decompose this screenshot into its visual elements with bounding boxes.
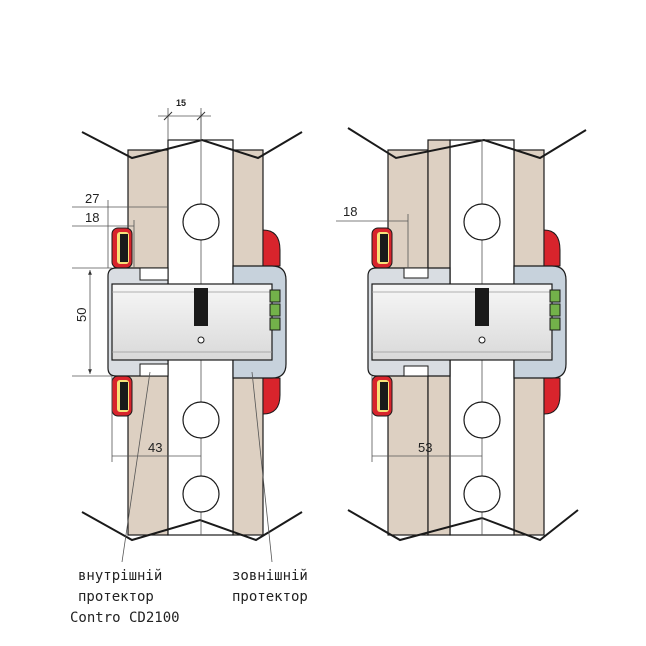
left-dim27-label: 27 [85,191,99,206]
left-break-line-top [81,131,303,160]
left-cam [194,288,208,326]
left-hole-3 [182,475,220,513]
right-inner-shield-step-top [403,267,429,279]
left-inner-pad-top [111,227,133,269]
left-inner-shield-step-top [139,267,169,281]
outer-caption-line-2: протектор [232,589,308,605]
outer-caption-line-1: зовнішній [232,568,308,584]
inner-caption-line-2: протектор [78,589,154,605]
left-assembly [72,108,303,563]
right-dim53-label: 53 [418,440,432,455]
left-leader-inner [121,371,151,563]
inner-caption-line-1: внутрішній [78,568,163,584]
left-dim18-label: 18 [85,210,99,225]
left-dim15-tick-2 [196,111,206,121]
right-cam-screw [478,336,486,344]
left-hole-2 [182,401,220,439]
right-outer-shell-top [543,229,561,267]
right-inner-shield-step-bottom [403,365,429,377]
left-dim50-label: 50 [74,308,89,322]
right-cam [475,288,489,326]
left-inner-pad-bottom [111,375,133,417]
right-assembly [336,127,587,542]
right-green-cap [549,289,561,331]
left-hole-1 [182,203,220,241]
left-outer-shell-top [262,229,281,267]
left-break-line-bottom [81,511,303,542]
right-dim18-label: 18 [343,204,357,219]
right-hole-1 [463,203,501,241]
right-cylinder [371,283,553,361]
left-dim15-label: 15 [176,98,186,108]
right-hole-3 [463,475,501,513]
right-break-line-top [347,127,587,160]
right-inner-pad-bottom [371,375,393,417]
inner-caption-line-3: Contro CD2100 [70,610,180,626]
right-inner-pad-top [371,227,393,269]
left-leader-outer [251,371,273,563]
left-inner-shield-step-bottom [139,363,169,377]
right-hole-2 [463,401,501,439]
left-cam-screw [197,336,205,344]
inner-protector-caption: внутрішній протектор Contro CD2100 [70,566,180,629]
left-cylinder [111,283,273,361]
left-green-cap [269,289,281,331]
left-dim43-label: 43 [148,440,162,455]
outer-protector-caption: зовнішній протектор [232,566,308,608]
left-outer-shell-bottom [262,377,281,415]
left-dim15-tick-1 [163,111,173,121]
right-outer-shell-bottom [543,377,561,415]
